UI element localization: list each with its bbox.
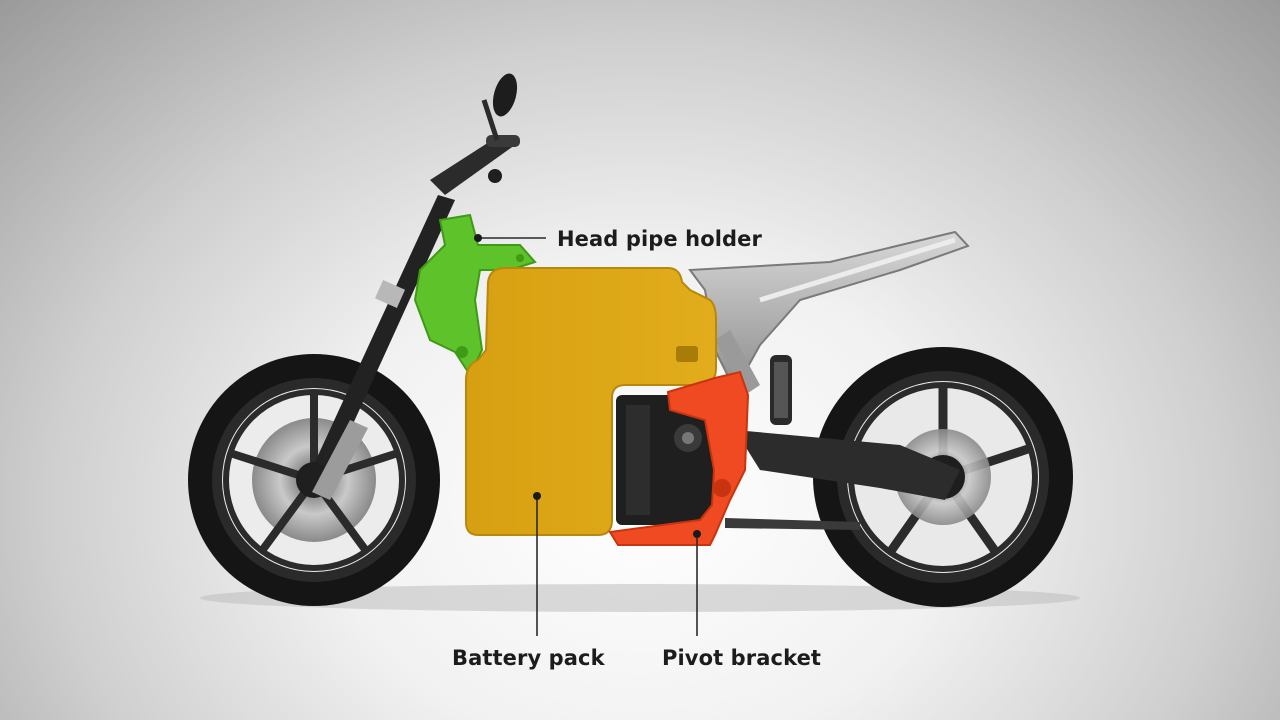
pivot-bracket-label: Pivot bracket: [662, 646, 822, 670]
front-wheel: [188, 354, 440, 606]
rear-shock: [770, 355, 792, 425]
battery-pack-label: Battery pack: [452, 646, 605, 670]
lower-linkage: [725, 518, 860, 530]
handlebar: [430, 73, 520, 195]
battery-pack-dot: [533, 492, 541, 500]
front-fork: [312, 195, 455, 500]
ground-shadow: [200, 584, 1080, 612]
pivot-bracket-part: [608, 370, 750, 546]
callout-leaders: [478, 237, 698, 636]
head-pipe-holder-label: Head pipe holder: [557, 227, 762, 251]
motor-unit: [616, 395, 714, 525]
head-pipe-holder-dot: [474, 234, 482, 242]
head-pipe-holder-part: [413, 213, 537, 378]
battery-pack-part: [465, 267, 717, 536]
swingarm: [735, 430, 960, 500]
pivot-bracket-dot: [693, 530, 701, 538]
